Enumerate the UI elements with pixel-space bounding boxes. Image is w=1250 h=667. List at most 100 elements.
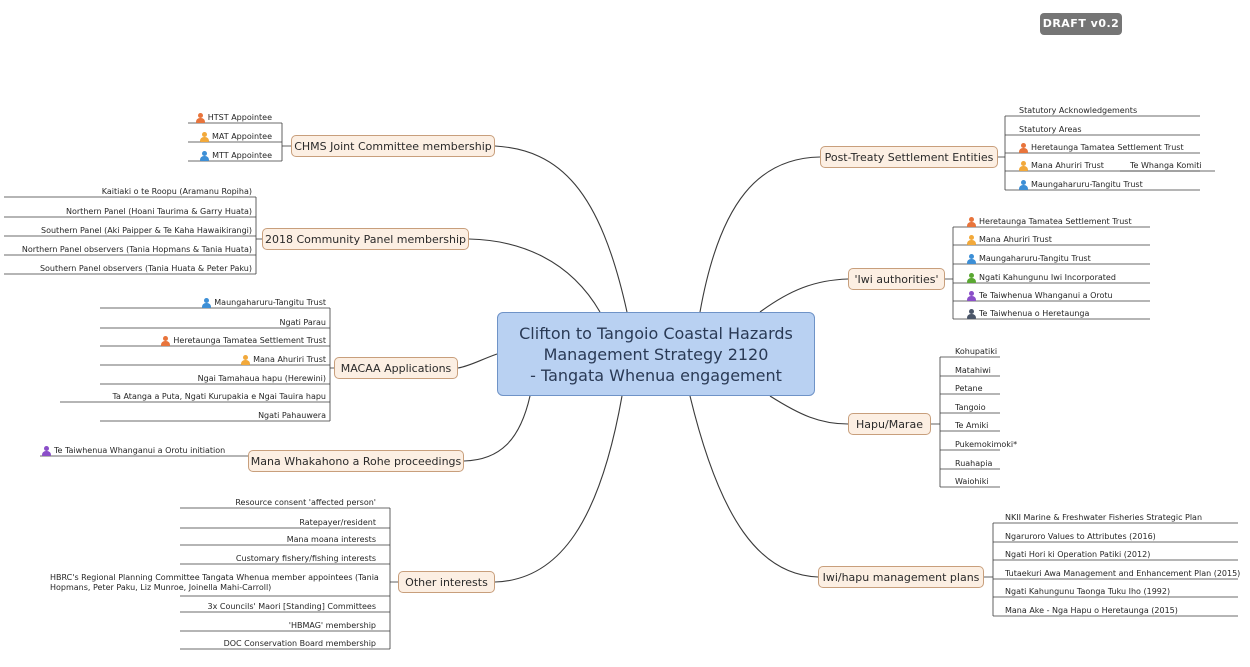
- leaf-label: Heretaunga Tamatea Settlement Trust: [979, 217, 1132, 226]
- branch-community-panel[interactable]: 2018 Community Panel membership: [262, 228, 469, 250]
- leaf-label: MTT Appointee: [212, 151, 272, 160]
- leaf-other-interest[interactable]: Resource consent 'affected person': [180, 498, 376, 508]
- leaf-panel-member[interactable]: Kaitiaki o te Roopu (Aramanu Ropiha): [4, 187, 252, 197]
- branch-iwi-authorities[interactable]: 'Iwi authorities': [848, 268, 945, 290]
- leaf-hapu-marae[interactable]: Waiohiki: [955, 477, 1035, 487]
- leaf-mtt-appointee[interactable]: MTT Appointee: [180, 151, 272, 161]
- leaf-hapu-marae[interactable]: Matahiwi: [955, 366, 1035, 376]
- leaf-label: Ngati Kahungunu Taonga Tuku Iho (1992): [1005, 587, 1171, 596]
- leaf-other-interest[interactable]: Mana moana interests: [180, 535, 376, 545]
- leaf-label: Kaitiaki o te Roopu (Aramanu Ropiha): [101, 187, 252, 196]
- person-icon: [42, 446, 51, 456]
- leaf-management-plan[interactable]: Ngati Kahungunu Taonga Tuku Iho (1992): [1005, 587, 1235, 597]
- leaf-hapu-marae[interactable]: Ruahapia: [955, 459, 1035, 469]
- leaf-macaa-applicant[interactable]: Ta Atanga a Puta, Ngati Kurupakia e Ngai…: [60, 392, 326, 402]
- leaf-label: Te Taiwhenua o Heretaunga: [979, 309, 1090, 318]
- branch-connector: [468, 238, 601, 313]
- leaf-other-interest[interactable]: HBRC's Regional Planning Committee Tanga…: [50, 572, 386, 594]
- person-icon: [967, 309, 976, 319]
- leaf-panel-member[interactable]: Northern Panel (Hoani Taurima & Garry Hu…: [4, 207, 252, 217]
- person-icon: [1019, 143, 1028, 153]
- leaf-label: HBRC's Regional Planning Committee Tanga…: [50, 573, 379, 592]
- leaf-mat-appointee[interactable]: MAT Appointee: [180, 132, 272, 142]
- leaf-label: Te Taiwhenua Whanganui a Orotu: [979, 291, 1113, 300]
- leaf-post-treaty-item[interactable]: Statutory Acknowledgements: [1019, 106, 1199, 116]
- leaf-hapu-marae[interactable]: Te Amiki: [955, 421, 1035, 431]
- leaf-label: Heretaunga Tamatea Settlement Trust: [173, 336, 326, 345]
- central-topic[interactable]: Clifton to Tangoio Coastal Hazards Manag…: [497, 312, 815, 396]
- branch-chms-joint-committee[interactable]: CHMS Joint Committee membership: [291, 135, 495, 157]
- branch-mana-whakahono[interactable]: Mana Whakahono a Rohe proceedings: [248, 450, 464, 472]
- leaf-label: Heretaunga Tamatea Settlement Trust: [1031, 143, 1184, 152]
- leaf-macaa-applicant[interactable]: Ngai Tamahaua hapu (Herewini): [100, 374, 326, 384]
- leaf-iwi-authority[interactable]: Te Taiwhenua o Heretaunga: [967, 309, 1167, 319]
- branch-other-interests[interactable]: Other interests: [398, 571, 495, 593]
- person-icon: [200, 132, 210, 142]
- leaf-management-plan[interactable]: NKII Marine & Freshwater Fisheries Strat…: [1005, 513, 1235, 523]
- person-icon: [967, 235, 976, 245]
- leaf-management-plan[interactable]: Tutaekuri Awa Management and Enhancement…: [1005, 569, 1245, 579]
- leaf-macaa-applicant[interactable]: Mana Ahuriri Trust: [100, 355, 326, 365]
- person-icon: [967, 217, 976, 227]
- leaf-label: Ngati Hori ki Operation Patiki (2012): [1005, 550, 1151, 559]
- leaf-label: Ngaruroro Values to Attributes (2016): [1005, 532, 1156, 541]
- leaf-hapu-marae[interactable]: Kohupatiki: [955, 347, 1035, 357]
- leaf-other-interest[interactable]: 3x Councils' Maori [Standing] Committees: [170, 602, 377, 612]
- leaf-management-plan[interactable]: Ngaruroro Values to Attributes (2016): [1005, 532, 1235, 542]
- leaf-label: Northern Panel observers (Tania Hopmans …: [21, 245, 252, 254]
- leaf-label: Matahiwi: [955, 366, 991, 375]
- leaf-label: Te Whanga Komiti: [1130, 161, 1202, 170]
- leaf-panel-member[interactable]: Northern Panel observers (Tania Hopmans …: [4, 245, 252, 255]
- person-icon: [161, 336, 171, 346]
- leaf-label: Pukemokimoki*: [955, 440, 1018, 449]
- leaf-label: NKII Marine & Freshwater Fisheries Strat…: [1005, 513, 1203, 522]
- leaf-management-plan[interactable]: Mana Ake - Nga Hapu o Heretaunga (2015): [1005, 606, 1235, 616]
- branch-connector: [689, 395, 819, 578]
- leaf-label: Tutaekuri Awa Management and Enhancement…: [1005, 569, 1241, 578]
- leaf-label: MAT Appointee: [212, 132, 272, 141]
- leaf-macaa-applicant[interactable]: Heretaunga Tamatea Settlement Trust: [100, 336, 326, 346]
- leaf-iwi-authority[interactable]: Te Taiwhenua Whanganui a Orotu: [967, 291, 1167, 301]
- branch-connector: [494, 145, 628, 313]
- leaf-hapu-marae[interactable]: Petane: [955, 384, 1035, 394]
- leaf-iwi-authority[interactable]: Heretaunga Tamatea Settlement Trust: [967, 217, 1167, 227]
- leaf-hapu-marae[interactable]: Pukemokimoki*: [955, 440, 1035, 450]
- branch-management-plans[interactable]: Iwi/hapu management plans: [818, 566, 984, 588]
- leaf-post-treaty-item[interactable]: Heretaunga Tamatea Settlement Trust: [1019, 143, 1219, 153]
- branch-connector: [463, 395, 531, 462]
- leaf-post-treaty-item[interactable]: Mana Ahuriri Trust: [1019, 161, 1119, 171]
- leaf-label: Kohupatiki: [955, 347, 998, 356]
- leaf-label: Customary fishery/fishing interests: [235, 554, 376, 563]
- leaf-macaa-applicant[interactable]: Ngati Parau: [100, 318, 327, 328]
- leaf-other-interest[interactable]: DOC Conservation Board membership: [170, 639, 376, 649]
- person-icon: [241, 355, 251, 365]
- leaf-iwi-authority[interactable]: Mana Ahuriri Trust: [967, 235, 1167, 245]
- branch-connector: [699, 156, 821, 313]
- leaf-other-interest[interactable]: Ratepayer/resident: [180, 518, 376, 528]
- leaf-htst-appointee[interactable]: HTST Appointee: [180, 113, 272, 123]
- leaf-macaa-applicant[interactable]: Maungaharuru-Tangitu Trust: [100, 298, 326, 308]
- branch-post-treaty-entities[interactable]: Post-Treaty Settlement Entities: [820, 146, 998, 168]
- leaf-post-treaty-item[interactable]: Maungaharuru-Tangitu Trust: [1019, 180, 1199, 190]
- leaf-other-interest[interactable]: 'HBMAG' membership: [170, 621, 376, 631]
- person-icon: [967, 273, 976, 283]
- leaf-management-plan[interactable]: Ngati Hori ki Operation Patiki (2012): [1005, 550, 1235, 560]
- leaf-hapu-marae[interactable]: Tangoio: [955, 403, 1035, 413]
- leaf-panel-member[interactable]: Southern Panel (Aki Paipper & Te Kaha Ha…: [4, 226, 252, 236]
- branch-hapu-marae[interactable]: Hapu/Marae: [848, 413, 931, 435]
- leaf-label: Ruahapia: [955, 459, 993, 468]
- leaf-panel-member[interactable]: Southern Panel observers (Tania Huata & …: [4, 264, 252, 274]
- branch-macaa-applications[interactable]: MACAA Applications: [334, 357, 458, 379]
- person-icon: [1019, 161, 1028, 171]
- leaf-label: Resource consent 'affected person': [235, 498, 376, 507]
- leaf-iwi-authority[interactable]: Ngati Kahungunu Iwi Incorporated: [967, 273, 1167, 283]
- leaf-orotu-initiation[interactable]: Te Taiwhenua Whanganui a Orotu initiatio…: [42, 446, 232, 456]
- central-topic-line: Clifton to Tangoio Coastal Hazards: [519, 323, 793, 343]
- leaf-label: Mana Ahuriri Trust: [1031, 161, 1104, 170]
- leaf-iwi-authority[interactable]: Maungaharuru-Tangitu Trust: [967, 254, 1167, 264]
- leaf-macaa-applicant[interactable]: Ngati Pahauwera: [100, 411, 326, 421]
- leaf-post-treaty-item[interactable]: Statutory Areas: [1019, 125, 1199, 135]
- leaf-te-whanga-komiti[interactable]: Te Whanga Komiti: [1130, 161, 1220, 171]
- leaf-other-interest[interactable]: Customary fishery/fishing interests: [180, 554, 376, 564]
- branch-connector: [759, 278, 849, 313]
